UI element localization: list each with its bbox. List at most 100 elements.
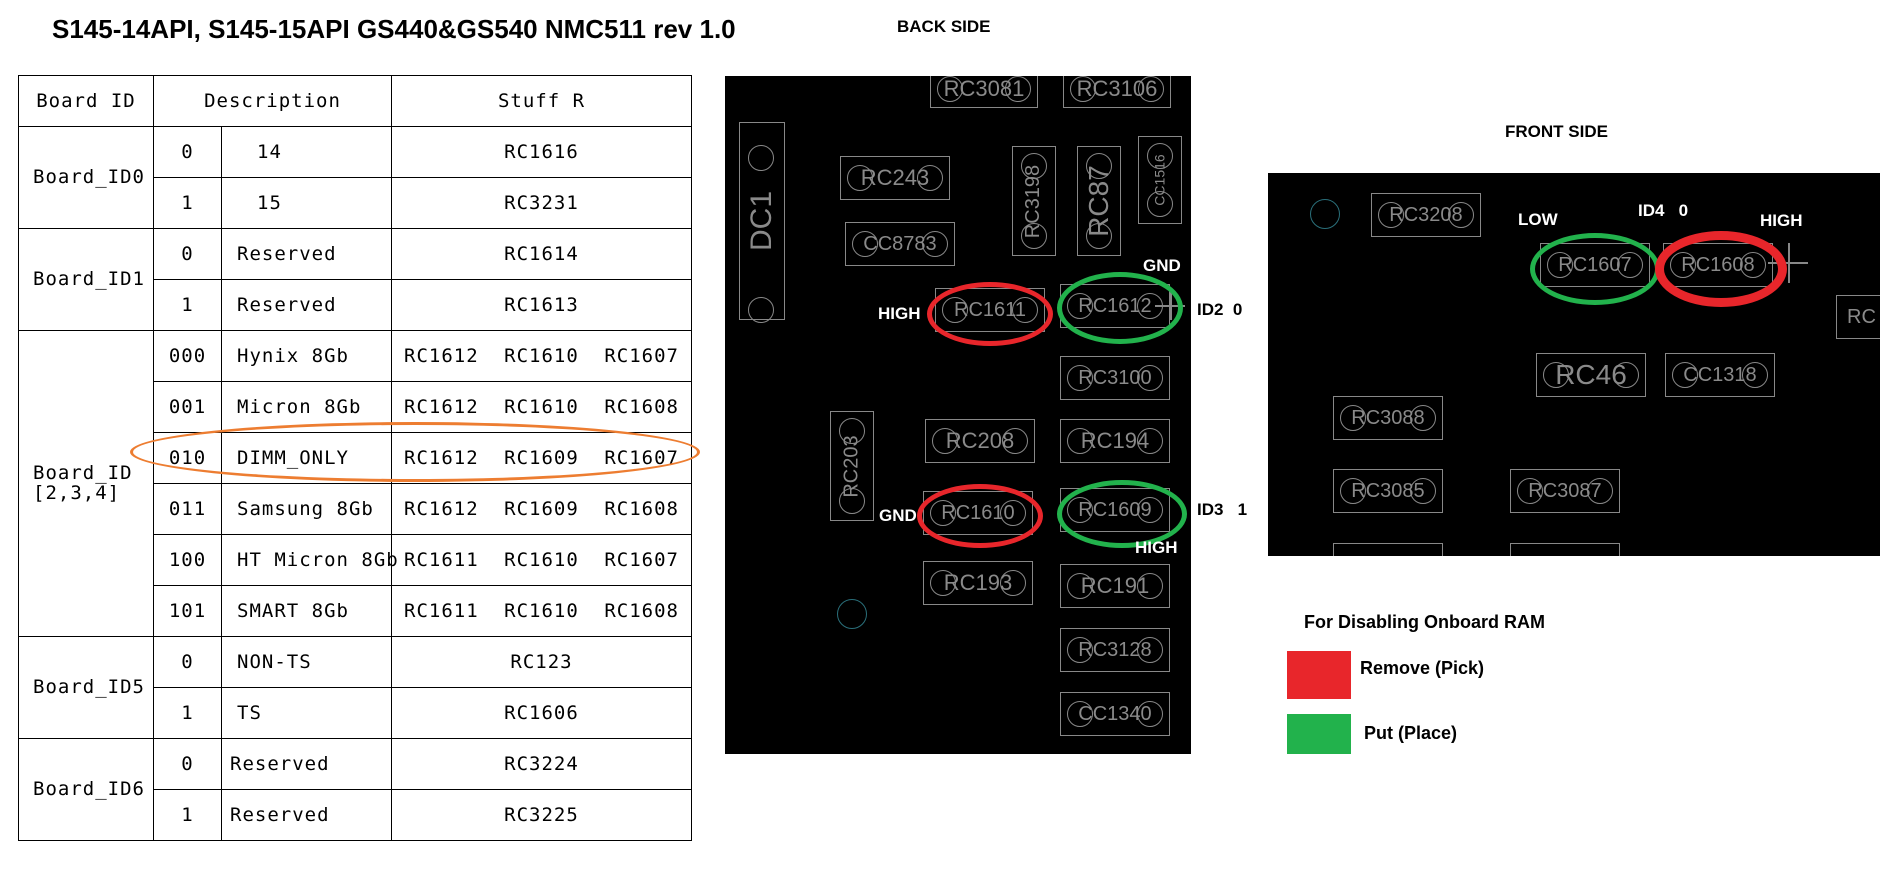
stuff-value: RC1611	[404, 600, 479, 622]
stuff-value: RC1610	[504, 549, 579, 571]
desc-cell: Reserved	[221, 789, 392, 841]
component-cc8783: CC8783	[845, 222, 955, 266]
component-rc203: RC203	[830, 411, 874, 521]
stuff-value: RC1612	[404, 447, 479, 469]
label-high-rc1609: HIGH	[1135, 538, 1178, 557]
label-high-front: HIGH	[1760, 211, 1803, 230]
table-row: Board_ID0 0 14 RC1616	[18, 126, 692, 229]
desc-cell: SMART 8Gb	[221, 585, 392, 637]
legend-put-label: Put (Place)	[1364, 723, 1458, 743]
label-low: LOW	[1518, 210, 1558, 229]
stuff-cell: RC1612 RC1609 RC1608	[391, 483, 692, 535]
crosshair-mark	[1788, 243, 1790, 283]
component-rc3087: RC3087	[1510, 469, 1620, 513]
stuff-cell: RC1613	[391, 279, 692, 331]
desc-cell: HT Micron 8Gb	[221, 534, 398, 586]
legend-title: For Disabling Onboard RAM	[1304, 612, 1545, 632]
stuff-cell: RC1611 RC1610 RC1608	[391, 585, 692, 637]
component-rc1609: RC1609	[1060, 488, 1170, 532]
label-id2: ID2 0	[1197, 300, 1243, 319]
component-rc3081: RC3081	[930, 76, 1038, 108]
front-side-label: FRONT SIDE	[1505, 122, 1608, 141]
label-gnd-rc1610: GND	[879, 506, 917, 525]
stuff-value: RC1607	[604, 549, 679, 571]
desc-cell: Reserved	[221, 738, 392, 790]
label-id4: ID4 0	[1638, 201, 1689, 220]
component-rc3100: RC3100	[1060, 356, 1170, 400]
component-rc3088: RC3088	[1333, 396, 1443, 440]
desc-cell: Reserved	[221, 228, 392, 280]
component-rc243: RC243	[840, 156, 950, 200]
desc-cell: Samsung 8Gb	[221, 483, 392, 535]
code-cell: 010	[153, 432, 222, 484]
legend-swatch-put	[1287, 714, 1351, 754]
component-rc3085: RC3085	[1333, 469, 1443, 513]
table-row: 1 TS RC1606	[19, 687, 692, 739]
code-cell: 0	[153, 126, 222, 178]
code-cell: 1	[153, 177, 222, 229]
stuff-cell: RC1614	[391, 228, 692, 280]
desc-cell: 14	[221, 126, 392, 178]
stuff-cell: RC1612 RC1609 RC1607	[391, 432, 692, 484]
document-title: S145-14API, S145-15API GS440&GS540 NMC51…	[52, 14, 736, 44]
table-row: 1 Reserved RC3225	[19, 789, 692, 841]
table-row: 100 HT Micron 8Gb RC1611 RC1610 RC1607	[19, 534, 692, 586]
label-gnd-rc1612: GND	[1143, 256, 1181, 275]
header-stuff-r: Stuff R	[391, 75, 692, 127]
desc-cell: Micron 8Gb	[221, 381, 392, 433]
label-id3: ID3 1	[1197, 500, 1248, 519]
table-row: 1 Reserved RC1613	[19, 279, 692, 331]
code-cell: 1	[153, 687, 222, 739]
table-row: Board_ID1 0 Reserved RC1614	[18, 228, 692, 331]
stuff-cell: RC1611 RC1610 RC1607	[391, 534, 692, 586]
stuff-value: RC1610	[504, 345, 579, 367]
component-rc194: RC194	[1060, 419, 1170, 463]
table-row-dimm-only: 010 DIMM_ONLY RC1612 RC1609 RC1607	[19, 432, 692, 484]
group-label: Board_ID0	[18, 126, 154, 229]
stuff-value: RC1607	[604, 447, 679, 469]
back-side-label: BACK SIDE	[897, 17, 991, 36]
label-high-rc1611: HIGH	[878, 304, 921, 323]
component-partial	[1333, 543, 1443, 556]
code-cell: 101	[153, 585, 222, 637]
stuff-value: RC1612	[404, 498, 479, 520]
stuff-cell: RC1612 RC1610 RC1607	[391, 330, 692, 382]
stuff-value: RC1612	[404, 396, 479, 418]
component-rc1607: RC1607	[1540, 243, 1650, 287]
desc-cell: Hynix 8Gb	[221, 330, 392, 382]
code-cell: 0	[153, 738, 222, 790]
component-rc1612: RC1612	[1060, 284, 1170, 328]
desc-cell: Reserved	[221, 279, 392, 331]
code-cell: 0	[153, 636, 222, 688]
group-label-line1: Board_ID	[33, 461, 133, 484]
group-label: Board_ID5	[18, 636, 154, 739]
component-rc3208: RC3208	[1371, 193, 1481, 237]
code-cell: 1	[153, 789, 222, 841]
code-cell: 0	[153, 228, 222, 280]
desc-cell: 15	[221, 177, 392, 229]
component-rc87: RC87	[1077, 146, 1121, 256]
stuff-cell: RC1612 RC1610 RC1608	[391, 381, 692, 433]
table-row: 1 15 RC3231	[19, 177, 692, 229]
component-rc-edge: RC	[1836, 295, 1880, 339]
component-rc3198: RC3198	[1012, 146, 1056, 256]
stuff-cell: RC3231	[391, 177, 692, 229]
table-row: Board_ID [2,3,4] 000 Hynix 8Gb RC1612 RC…	[18, 330, 692, 637]
stuff-cell: RC123	[391, 636, 692, 688]
back-side-board: RC3081 RC3106 DC1 RC243 RC3198 RC87 CC15…	[725, 76, 1191, 754]
stuff-value: RC1610	[504, 396, 579, 418]
front-side-board: RC3208 RC1607 RC1608 RC RC46 CC1318 RC30…	[1268, 173, 1880, 556]
table-row: Board_ID6 0 Reserved RC3224	[18, 738, 692, 841]
group-label-line2: [2,3,4]	[33, 481, 121, 504]
header-board-id: Board ID	[18, 75, 154, 127]
component-rc3106: RC3106	[1063, 76, 1171, 108]
legend-remove-label: Remove (Pick)	[1360, 658, 1485, 678]
group-label: Board_ID6	[18, 738, 154, 841]
code-cell: 001	[153, 381, 222, 433]
header-description: Description	[153, 75, 392, 127]
component-rc191: RC191	[1060, 564, 1170, 608]
group-label: Board_ID1	[18, 228, 154, 331]
component-cc1340: CC1340	[1060, 692, 1170, 736]
crosshair-mark	[1170, 290, 1172, 320]
component-cc1516: CC1516	[1138, 136, 1182, 224]
